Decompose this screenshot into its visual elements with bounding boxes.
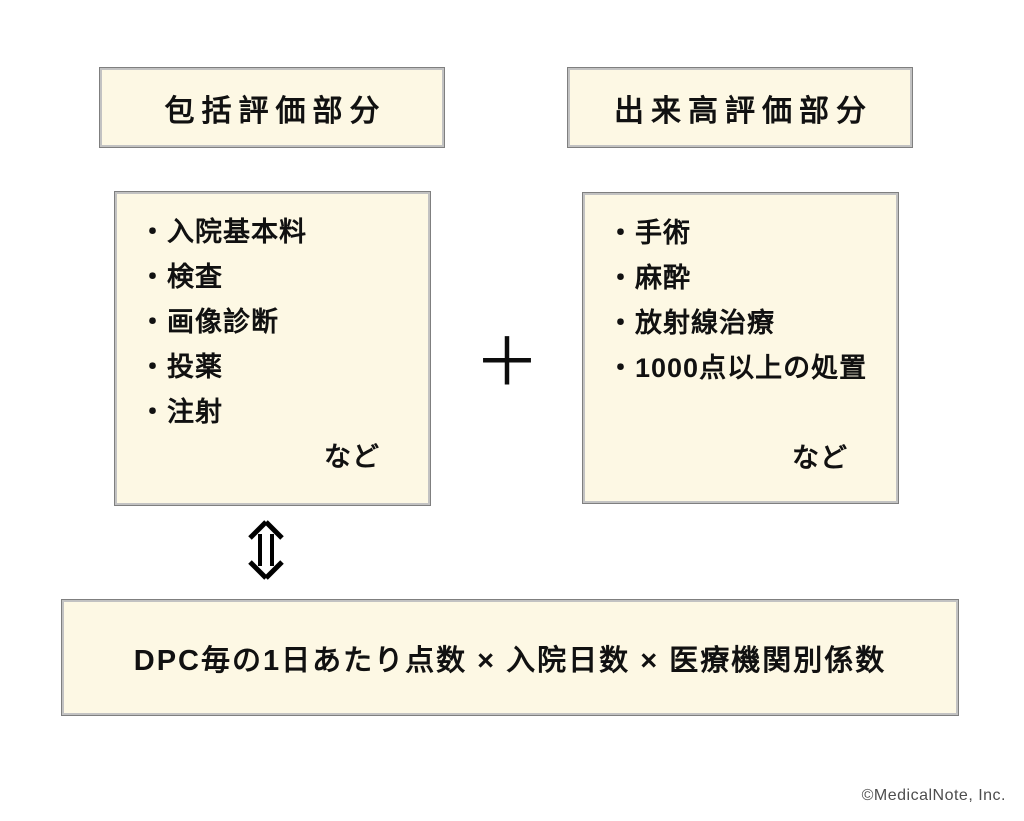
list-item: ・放射線治療 (607, 308, 775, 338)
list-item: ・麻酔 (607, 263, 691, 293)
fee-for-service-items-box: ・手術 ・麻酔 ・放射線治療 ・1000点以上の処置 など (582, 192, 899, 504)
list-item: ・1000点以上の処置 (607, 353, 868, 383)
list-item: ・手術 (607, 218, 691, 248)
header-fee-for-service-label: 出来高評価部分 (614, 94, 873, 128)
list-item: ・注射 (139, 397, 223, 427)
list-item: ・検査 (139, 262, 223, 292)
list-item: ・入院基本料 (139, 217, 307, 247)
header-comprehensive-evaluation: 包括評価部分 (99, 67, 445, 148)
header-fee-for-service-evaluation: 出来高評価部分 (567, 67, 913, 148)
comprehensive-items-box: ・入院基本料 ・検査 ・画像診断 ・投薬 ・注射 など (114, 191, 431, 506)
etc-label: など (792, 443, 848, 473)
header-comprehensive-label: 包括評価部分 (164, 94, 387, 128)
list-item: ・画像診断 (139, 307, 279, 337)
list-item: ・投薬 (139, 352, 223, 382)
etc-label: など (324, 442, 380, 472)
dpc-formula-text: DPC毎の1日あたり点数 × 入院日数 × 医療機関別係数 (133, 644, 887, 677)
dpc-formula-box: DPC毎の1日あたり点数 × 入院日数 × 医療機関別係数 (61, 599, 959, 716)
plus-icon: ＋ (474, 325, 540, 399)
copyright-credit: ©MedicalNote, Inc. (861, 787, 1006, 804)
up-down-arrow-icon (248, 520, 284, 580)
